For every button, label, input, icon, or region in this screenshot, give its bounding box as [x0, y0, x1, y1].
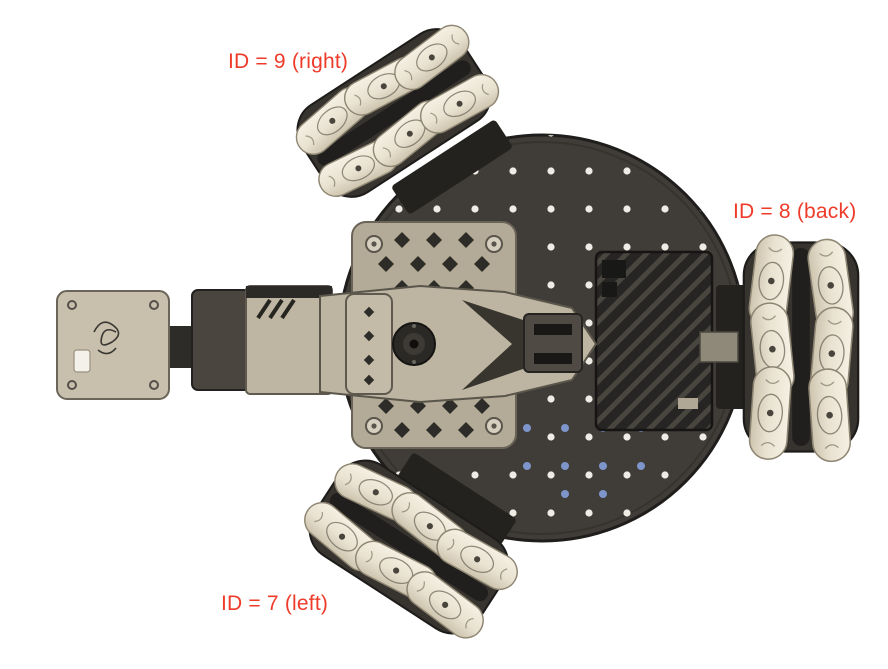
wheel-brackets [392, 120, 750, 547]
electronics-box [594, 250, 714, 432]
robot-arm [56, 284, 739, 404]
logo-mark [93, 321, 120, 355]
annotation-wheel-7: ID = 7 (left) [221, 592, 329, 615]
gripper-plate [56, 290, 198, 400]
omni-wheel-right [744, 233, 858, 463]
annotation-wheel-9: ID = 9 (right) [228, 50, 349, 73]
annotation-wheel-8: ID = 8 (back) [733, 200, 857, 223]
arm-joint [392, 322, 436, 366]
